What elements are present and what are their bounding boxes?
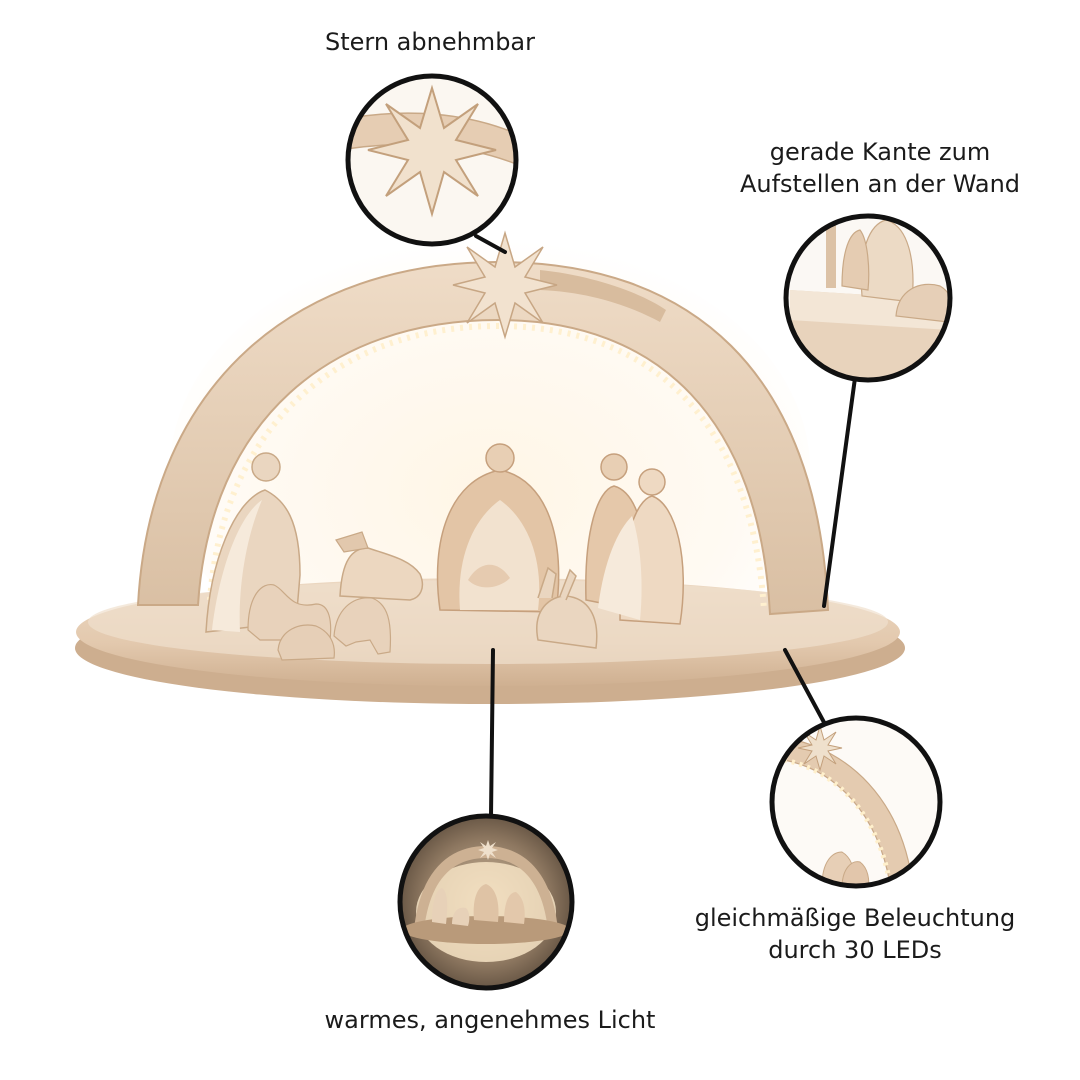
detail-circle-light bbox=[397, 813, 575, 991]
figure-mary-child bbox=[436, 443, 560, 613]
callout-lines bbox=[474, 234, 857, 818]
detail-circle-star bbox=[345, 73, 519, 247]
label-leds-line2: durch 30 LEDs bbox=[768, 936, 942, 964]
wooden-arch bbox=[136, 260, 830, 616]
label-star-text: Stern abnehmbar bbox=[324, 28, 535, 56]
label-straight-edge: gerade Kante zum Aufstellen an der Wand bbox=[700, 136, 1060, 200]
figure-kings bbox=[585, 453, 685, 625]
star-icon bbox=[452, 230, 558, 340]
label-light-text: warmes, angenehmes Licht bbox=[324, 1006, 656, 1034]
figure-sheep-2 bbox=[277, 624, 335, 661]
label-warm-light: warmes, angenehmes Licht bbox=[290, 1004, 690, 1036]
detail-circle-edge bbox=[783, 213, 953, 383]
figure-ox bbox=[335, 531, 424, 601]
nativity-figures bbox=[205, 443, 685, 661]
detail-circle-leds bbox=[769, 715, 943, 889]
label-edge-line1: gerade Kante zum bbox=[769, 138, 991, 166]
label-even-lighting: gleichmäßige Beleuchtung durch 30 LEDs bbox=[660, 902, 1050, 966]
label-leds-line1: gleichmäßige Beleuchtung bbox=[694, 904, 1016, 932]
figure-sheep-3 bbox=[333, 597, 392, 655]
figure-donkey bbox=[536, 566, 598, 649]
label-edge-line2: Aufstellen an der Wand bbox=[739, 170, 1021, 198]
label-star-removable: Stern abnehmbar bbox=[300, 26, 560, 58]
